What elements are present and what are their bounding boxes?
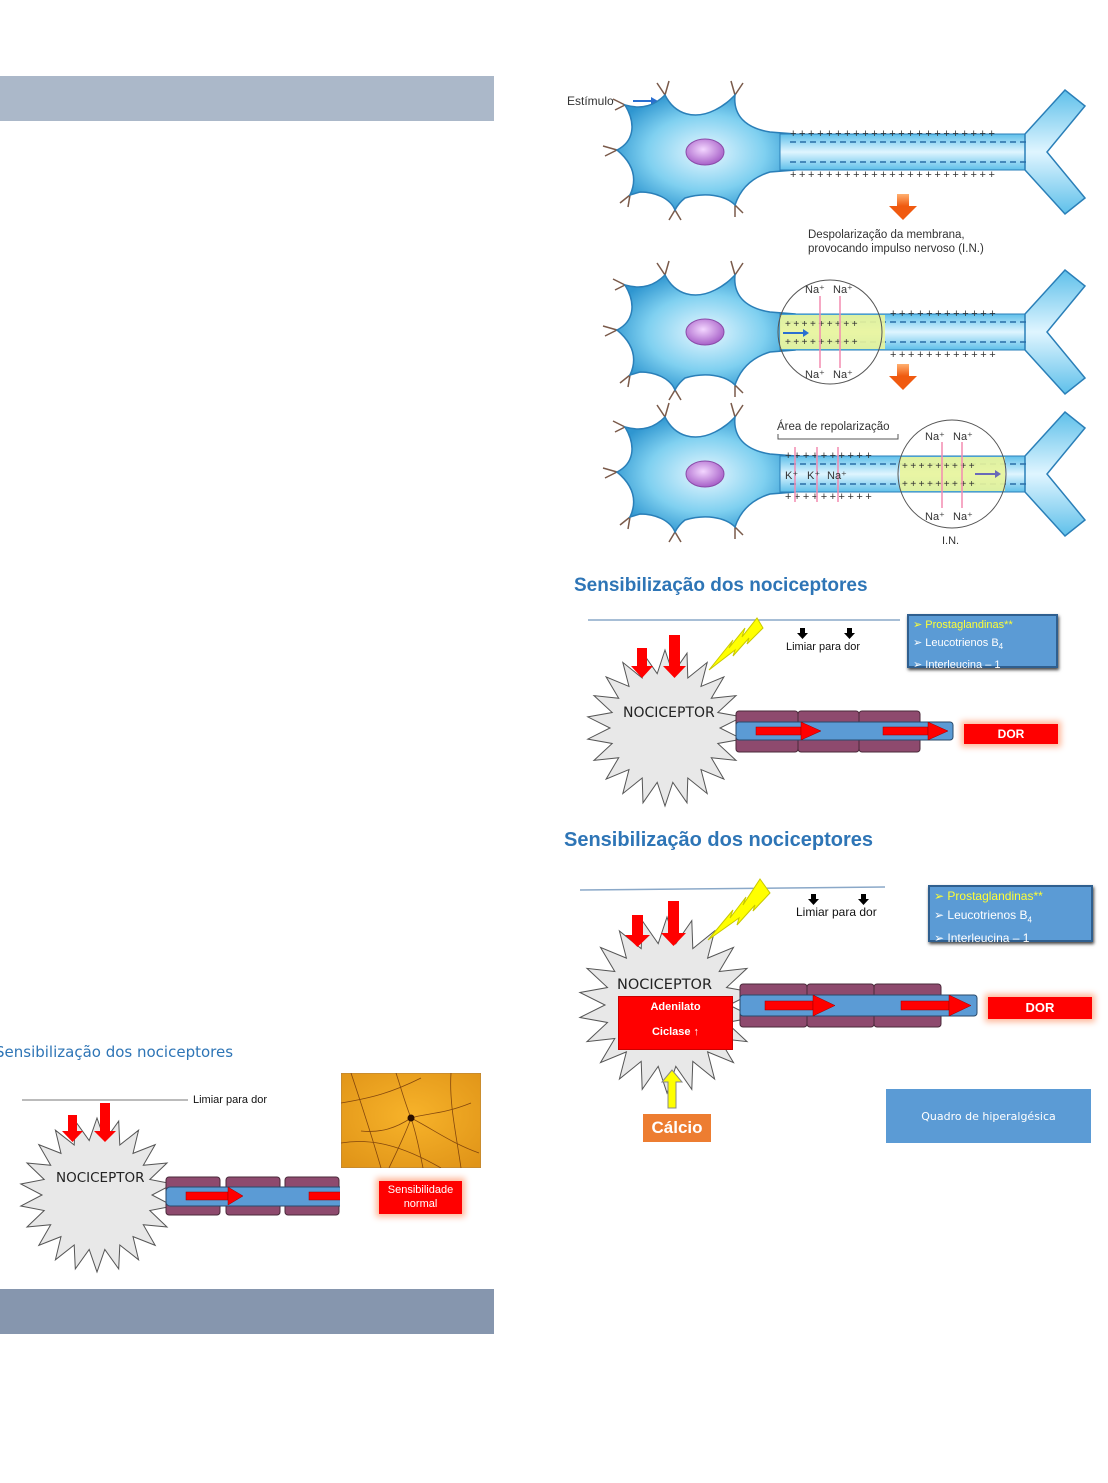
stimulus-arrow-red-icon bbox=[94, 1103, 116, 1142]
lightning-bolt-icon bbox=[708, 617, 764, 671]
svg-text:+++++++++: +++++++++ bbox=[785, 337, 860, 348]
nociceptor-shape bbox=[586, 648, 744, 808]
svg-text:++++++++++: ++++++++++ bbox=[785, 491, 874, 503]
stimulus-arrow-red-icon bbox=[661, 901, 686, 946]
signal-arrow-icon bbox=[755, 721, 822, 741]
enzyme-line2: Ciclase ↑ bbox=[651, 1026, 700, 1038]
stimulus-arrow-red-icon bbox=[62, 1115, 83, 1142]
stimulus-arrow-red-icon bbox=[663, 635, 686, 678]
pain-result-label-1: DOR bbox=[964, 724, 1058, 744]
ion-na-label: Na⁺ bbox=[805, 369, 825, 381]
signal-arrow-icon bbox=[900, 994, 972, 1017]
nociceptor-label: NOCICEPTOR bbox=[617, 977, 712, 993]
mediators-box-1: ➢ Prostaglandinas** ➢ Leucotrienos B4 ➢ … bbox=[907, 614, 1058, 671]
ion-na-label: Na⁺ bbox=[833, 284, 853, 296]
nociceptor-label: NOCICEPTOR bbox=[56, 1170, 144, 1186]
neuron-depolarization-state: ++++++++++++ ++++++++++++ +++++++++ ++++… bbox=[602, 260, 1086, 401]
lightning-bolt-icon bbox=[707, 878, 771, 941]
axon-with-myelin bbox=[735, 710, 954, 753]
footer-bar bbox=[0, 1289, 494, 1334]
stimulus-label: Estímulo bbox=[567, 94, 614, 108]
stimulus-arrow-red-icon bbox=[625, 915, 650, 947]
impulse-label: I.N. bbox=[942, 535, 959, 547]
threshold-label: Limiar para dor bbox=[786, 641, 860, 653]
nociceptor-diagram-normal: NOCICEPTOR bbox=[19, 1099, 340, 1274]
threshold-arrow-icon bbox=[797, 628, 808, 639]
svg-text:+++++++++: +++++++++ bbox=[785, 319, 860, 330]
pain-result-label-2: DOR bbox=[988, 997, 1092, 1019]
pain-threshold-line bbox=[579, 886, 886, 891]
ion-na-label: Na⁺ bbox=[925, 431, 945, 443]
calcium-label: Cálcio bbox=[643, 1114, 711, 1142]
threshold-arrow-icon bbox=[808, 894, 819, 905]
neuron-microscopy-image bbox=[341, 1073, 481, 1168]
ion-na-label: Na⁺ bbox=[805, 284, 825, 296]
adenylate-cyclase-box: Adenilato Ciclase ↑ bbox=[618, 996, 733, 1050]
svg-text:+++++++++: +++++++++ bbox=[902, 479, 977, 490]
signal-arrow-icon bbox=[882, 721, 949, 741]
stimulus-arrow-red-icon bbox=[631, 648, 653, 678]
nociceptor-shape bbox=[19, 1116, 175, 1274]
depolarization-caption-line1: Despolarização da membrana, bbox=[808, 229, 965, 241]
ion-na-label: Na⁺ bbox=[833, 369, 853, 381]
down-arrow-icon bbox=[889, 364, 917, 390]
mediator-item: ➢ Leucotrienos B4 bbox=[934, 908, 1032, 925]
signal-arrow-icon bbox=[764, 994, 836, 1017]
ion-na-label: Na⁺ bbox=[925, 511, 945, 523]
mediators-box-2: ➢ Prostaglandinas** ➢ Leucotrienos B4 ➢ … bbox=[928, 885, 1093, 945]
threshold-arrow-icon bbox=[844, 628, 855, 639]
neuron-action-potential-figure: Estímulo +++++++++++++++++++++++ +++++++… bbox=[567, 80, 1086, 547]
mediator-item: ➢ Interleucina – 1 bbox=[913, 659, 1001, 672]
slide-title-normal: Sensibilização dos nociceptores bbox=[0, 1043, 234, 1061]
mediator-item: ➢ Prostaglandinas** bbox=[934, 889, 1043, 903]
ion-k-label: K⁺ bbox=[807, 470, 820, 482]
threshold-label: Limiar para dor bbox=[193, 1094, 267, 1106]
ion-na-label: Na⁺ bbox=[827, 470, 847, 482]
svg-text:++++++++++++: ++++++++++++ bbox=[890, 349, 998, 361]
hyperalgesia-box: Quadro de hiperalgésica bbox=[886, 1089, 1091, 1143]
ion-na-label: Na⁺ bbox=[953, 431, 973, 443]
neuron-cell-body bbox=[407, 1114, 415, 1122]
slide-title-sensitization-2: Sensibilização dos nociceptores bbox=[564, 829, 873, 851]
result-line1: Sensibilidade bbox=[387, 1184, 454, 1196]
ion-k-label: K⁺ bbox=[785, 470, 798, 482]
threshold-label: Limiar para dor bbox=[796, 905, 877, 919]
neuron-resting-state: Estímulo +++++++++++++++++++++++ +++++++… bbox=[567, 80, 1086, 221]
header-bar bbox=[0, 76, 494, 121]
down-arrow-icon bbox=[889, 194, 917, 220]
mediator-item: ➢ Prostaglandinas** bbox=[913, 619, 1013, 631]
calcium-influx-arrow-icon bbox=[660, 1069, 684, 1109]
result-line2: normal bbox=[403, 1198, 438, 1210]
normal-sensitivity-label: Sensibilidade normal bbox=[379, 1181, 462, 1214]
positive-charges-top: +++++++++++++++++++++++ bbox=[790, 128, 998, 140]
repolarization-label: Área de repolarização bbox=[777, 420, 890, 433]
signal-arrow-icon bbox=[308, 1191, 340, 1201]
svg-text:++++++++++++: ++++++++++++ bbox=[890, 308, 998, 320]
neuron-repolarization-state: Área de repolarização ++++++++++ +++++++… bbox=[602, 402, 1086, 547]
svg-text:+++++++++: +++++++++ bbox=[902, 461, 977, 472]
ion-na-label: Na⁺ bbox=[953, 511, 973, 523]
enzyme-line1: Adenilato bbox=[650, 1001, 701, 1013]
threshold-arrow-icon bbox=[858, 894, 869, 905]
svg-text:++++++++++: ++++++++++ bbox=[785, 450, 874, 462]
slide-title-sensitization-1: Sensibilização dos nociceptores bbox=[574, 575, 868, 596]
depolarization-caption-line2: provocando impulso nervoso (I.N.) bbox=[808, 243, 984, 255]
mediator-item: ➢ Interleucina – 1 bbox=[934, 931, 1030, 946]
mediator-item: ➢ Leucotrienos B4 bbox=[913, 637, 1004, 652]
nociceptor-diagram-1: NOCICEPTOR Limiar para dor bbox=[586, 617, 954, 808]
positive-charges-bottom: +++++++++++++++++++++++ bbox=[790, 169, 998, 181]
nociceptor-label: NOCICEPTOR bbox=[623, 705, 715, 721]
signal-arrow-icon bbox=[185, 1186, 244, 1206]
